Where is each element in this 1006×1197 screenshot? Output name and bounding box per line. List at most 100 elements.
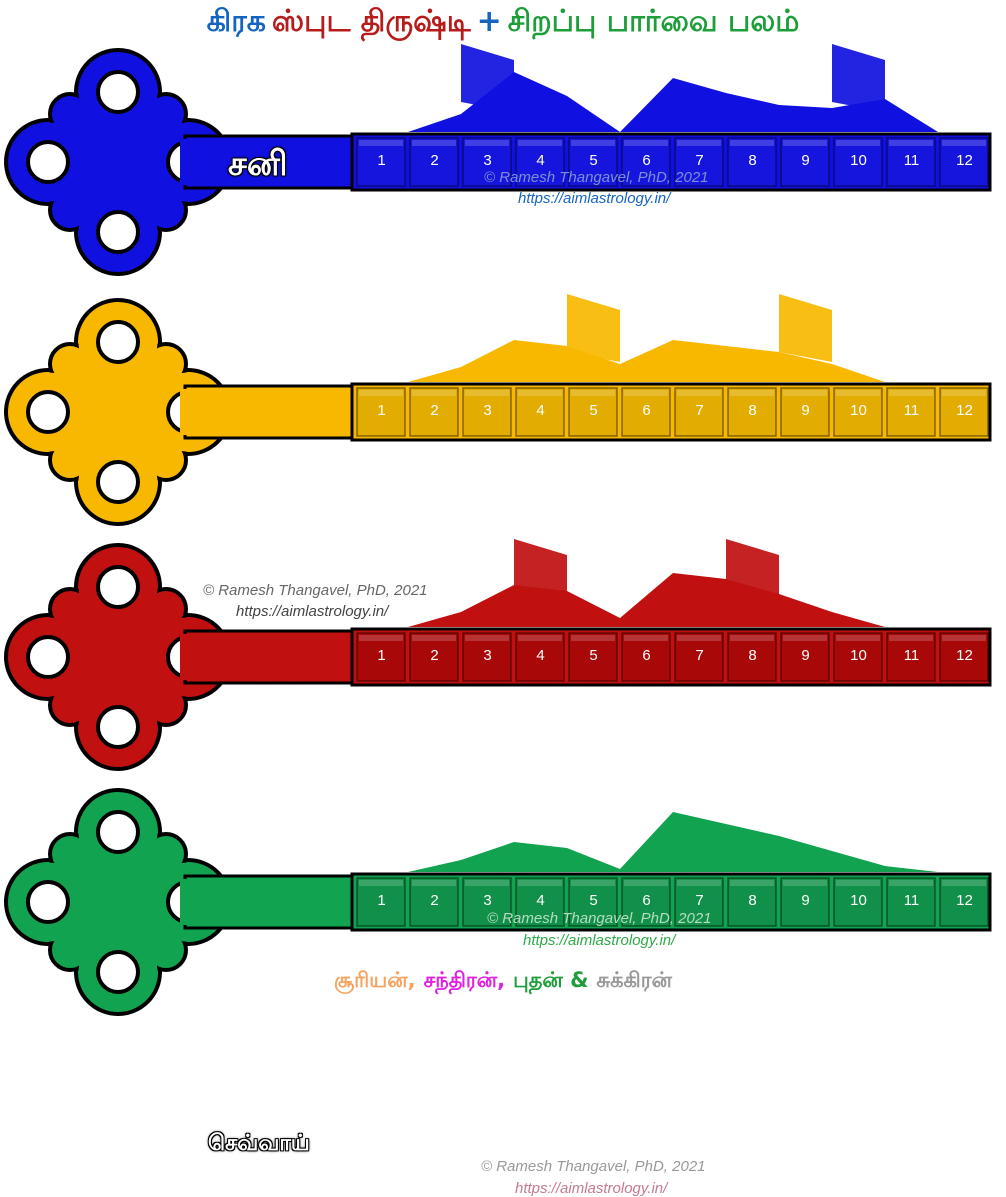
house-cell	[356, 877, 406, 927]
special-aspect-tab-1	[832, 44, 885, 112]
house-cell	[621, 137, 671, 187]
house-cell	[886, 632, 936, 682]
house-cell	[833, 877, 883, 927]
house-cell	[409, 877, 459, 927]
house-cell	[939, 387, 989, 437]
house-cell	[833, 632, 883, 682]
key-shaft	[183, 629, 362, 685]
house-number: 3	[483, 647, 492, 664]
house-number: 9	[801, 402, 810, 419]
footer-planet-3: சுக்கிரன்	[596, 968, 672, 992]
house-cell	[409, 387, 459, 437]
footer-planet-0: சூரியன்,	[334, 968, 416, 992]
house-number: 9	[801, 152, 810, 169]
house-number: 6	[642, 402, 651, 419]
watermark-url: https://aimlastrology.in/	[523, 932, 676, 949]
watermark-url: https://aimlastrology.in/	[518, 190, 671, 207]
house-cell	[727, 877, 777, 927]
house-cell	[886, 877, 936, 927]
house-cell	[462, 632, 512, 682]
house-cell	[568, 137, 618, 187]
house-number: 10	[850, 647, 867, 664]
house-number: 5	[589, 647, 598, 664]
house-number: 1	[377, 647, 386, 664]
house-cell	[886, 137, 936, 187]
house-number: 5	[589, 402, 598, 419]
key-shaft	[183, 874, 362, 930]
house-number: 10	[850, 402, 867, 419]
house-cell	[674, 387, 724, 437]
planet-label: செவ்வாய்	[208, 1131, 310, 1156]
house-cell	[727, 632, 777, 682]
house-cell	[939, 877, 989, 927]
house-cell	[568, 877, 618, 927]
house-number: 5	[589, 892, 598, 909]
house-cell	[356, 632, 406, 682]
footer-planet-1: சந்திரன்,	[423, 968, 506, 992]
house-cell	[409, 632, 459, 682]
title-part-2: +	[476, 4, 502, 39]
house-cell	[515, 387, 565, 437]
house-number: 12	[956, 402, 973, 419]
key-graphic	[4, 539, 992, 771]
special-aspect-tab-0	[461, 44, 514, 112]
house-number: 2	[430, 152, 439, 169]
house-number: 5	[589, 152, 598, 169]
key-graphic	[4, 788, 992, 1016]
watermark-copyright: © Ramesh Thangavel, PhD, 2021	[203, 582, 428, 599]
house-number: 1	[377, 402, 386, 419]
house-number: 8	[748, 647, 757, 664]
house-number: 12	[956, 892, 973, 909]
house-cell	[462, 387, 512, 437]
house-cell	[409, 137, 459, 187]
house-cell	[621, 877, 671, 927]
house-number: 7	[695, 402, 704, 419]
house-number: 12	[956, 647, 973, 664]
house-cell	[833, 137, 883, 187]
watermark-copyright: © Ramesh Thangavel, PhD, 2021	[484, 169, 709, 186]
house-number: 11	[903, 152, 920, 169]
house-cell	[780, 137, 830, 187]
house-cell	[356, 137, 406, 187]
key-shaft	[183, 384, 362, 440]
aspect-profile	[355, 573, 991, 627]
house-cell	[356, 387, 406, 437]
aspect-profile	[355, 72, 991, 132]
house-number: 6	[642, 647, 651, 664]
house-cell	[462, 877, 512, 927]
house-cell	[568, 632, 618, 682]
house-bar	[350, 627, 992, 687]
house-number: 9	[801, 647, 810, 664]
title-part-0: கிரக	[206, 4, 266, 39]
watermark-copyright: © Ramesh Thangavel, PhD, 2021	[481, 1158, 706, 1175]
footer-planet-2: புதன் &	[513, 968, 589, 992]
house-number: 11	[903, 647, 920, 664]
house-number: 3	[483, 892, 492, 909]
house-number: 8	[748, 402, 757, 419]
house-cell	[939, 137, 989, 187]
special-aspect-tab-0	[514, 539, 567, 607]
house-number: 4	[536, 402, 545, 419]
title-part-3: சிறப்பு பார்வை பலம்	[507, 4, 800, 39]
special-aspect-tab-1	[726, 539, 779, 607]
house-cell	[462, 137, 512, 187]
key-1: 123456789101112குரு© Ramesh Thangavel, P…	[0, 290, 1006, 680]
house-cell	[833, 387, 883, 437]
house-number: 1	[377, 152, 386, 169]
house-cell	[515, 137, 565, 187]
house-number: 6	[642, 152, 651, 169]
house-cell	[515, 877, 565, 927]
house-cell	[886, 387, 936, 437]
watermark-copyright: © Ramesh Thangavel, PhD, 2021	[487, 910, 712, 927]
house-number: 11	[903, 402, 920, 419]
house-cell	[621, 632, 671, 682]
house-number: 10	[850, 892, 867, 909]
house-bar	[350, 872, 992, 932]
house-bar	[350, 382, 992, 442]
house-number: 8	[748, 892, 757, 909]
house-number: 7	[695, 647, 704, 664]
house-number: 9	[801, 892, 810, 909]
